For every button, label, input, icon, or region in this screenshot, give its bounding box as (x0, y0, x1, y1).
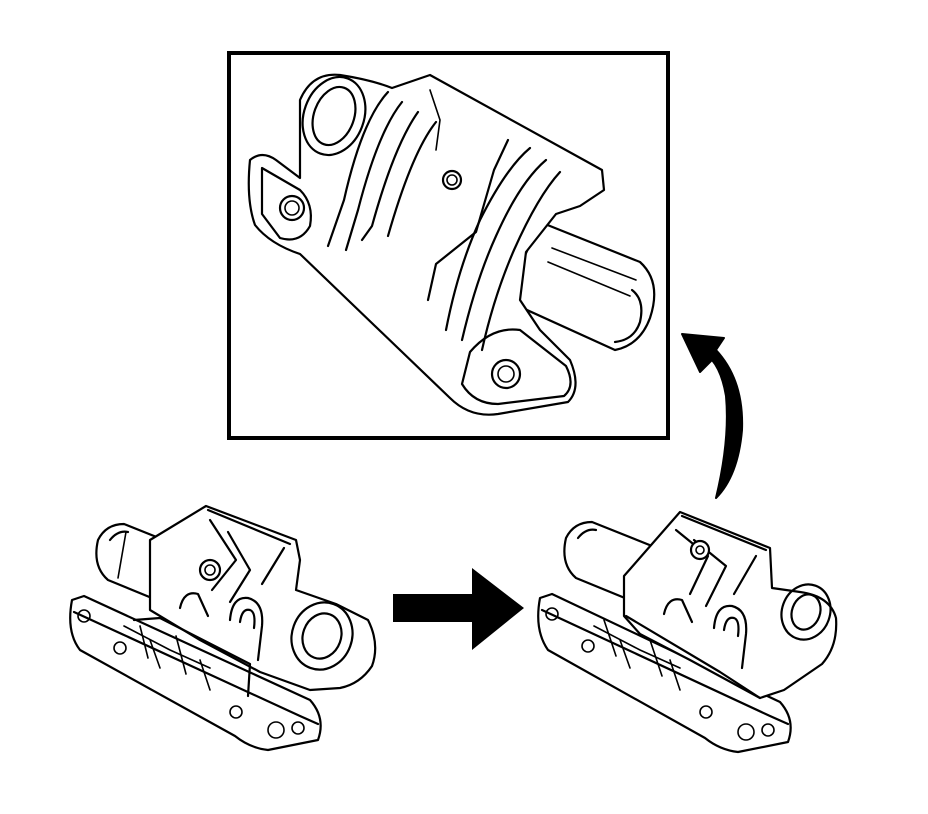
column-assembly-with-shield-icon (537, 510, 838, 754)
heat-shield-detail-icon (247, 73, 656, 416)
detail-inset (227, 51, 670, 440)
right-arrow-icon (393, 568, 524, 650)
column-assembly-without-shield-icon (69, 504, 377, 752)
curved-arrow-up-icon (681, 333, 744, 499)
